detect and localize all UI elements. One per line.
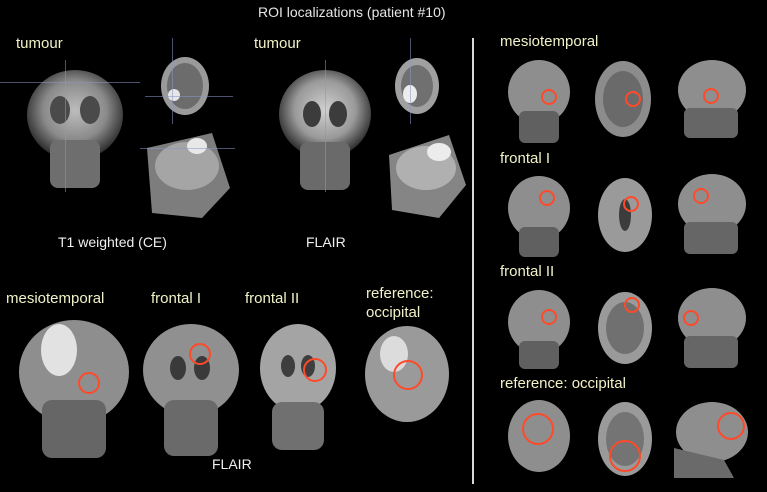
roi-circle <box>541 309 557 325</box>
right-frontal-ii-axial <box>598 292 652 364</box>
roi-circle <box>189 343 211 365</box>
roi-circle <box>624 297 640 313</box>
right-frontal-i-coronal <box>508 176 570 257</box>
right-frontal-ii-sagittal <box>678 288 746 368</box>
flair-sagittal-scan <box>389 135 466 218</box>
right-occipital-sagittal <box>674 402 748 478</box>
roi-circle <box>609 440 641 472</box>
right-label-frontal-ii: frontal II <box>500 263 555 280</box>
t1-coronal-scan <box>27 70 123 188</box>
figure-title: ROI localizations (patient #10) <box>258 4 446 20</box>
crosshair <box>65 60 66 192</box>
roi-circle <box>539 190 555 206</box>
roi-circle <box>303 358 327 382</box>
t1-axial-scan <box>161 57 209 115</box>
right-label-reference-occipital: reference: occipital <box>500 375 626 392</box>
bottom-label-frontal-ii: frontal II <box>245 290 300 307</box>
crosshair <box>140 148 235 149</box>
crosshair <box>325 60 326 192</box>
roi-circle <box>717 412 745 440</box>
right-label-frontal-i: frontal I <box>500 150 551 167</box>
bottom-label-occipital: occipital <box>366 304 421 321</box>
crosshair <box>172 38 173 124</box>
bottom-caption: FLAIR <box>212 456 252 472</box>
roi-circle <box>693 188 709 204</box>
right-mesiotemporal-coronal <box>508 60 570 143</box>
crosshair <box>410 38 411 124</box>
t1-tumour-label: tumour <box>16 35 63 52</box>
divider <box>472 38 474 484</box>
bottom-frontal-ii-scan <box>260 324 336 450</box>
roi-circle <box>522 413 554 445</box>
flair-caption: FLAIR <box>306 234 346 250</box>
roi-circle <box>623 196 639 212</box>
right-mesiotemporal-axial <box>595 61 651 137</box>
crosshair <box>145 96 233 97</box>
flair-tumour-label: tumour <box>254 35 301 52</box>
roi-circle <box>541 89 557 105</box>
roi-circle <box>78 372 100 394</box>
right-label-mesiotemporal: mesiotemporal <box>500 33 599 50</box>
bottom-label-mesiotemporal: mesiotemporal <box>6 290 105 307</box>
t1-sagittal-scan <box>147 133 230 218</box>
bottom-label-reference: reference: <box>366 285 434 302</box>
right-frontal-ii-coronal <box>508 290 570 369</box>
roi-circle <box>393 360 423 390</box>
roi-circle <box>625 91 641 107</box>
right-frontal-i-sagittal <box>678 174 746 254</box>
flair-axial-scan <box>395 58 439 114</box>
crosshair <box>0 82 140 83</box>
roi-circle <box>703 88 719 104</box>
bottom-label-frontal-i: frontal I <box>151 290 202 307</box>
bottom-frontal-i-scan <box>143 324 239 456</box>
roi-circle <box>683 310 699 326</box>
t1-caption: T1 weighted (CE) <box>58 234 167 250</box>
right-frontal-i-axial <box>598 178 652 252</box>
bottom-mesiotemporal-scan <box>19 320 129 458</box>
